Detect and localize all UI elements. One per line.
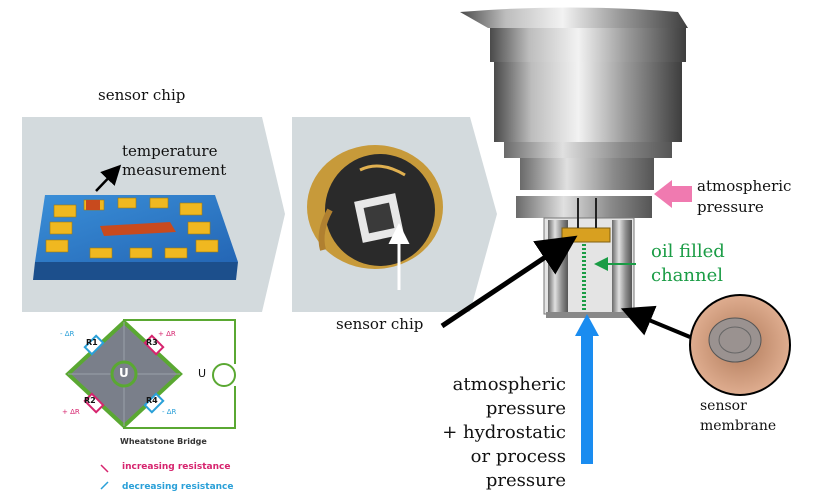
decreasing-legend-icon bbox=[100, 481, 109, 490]
bottom-pressure-line5: pressure bbox=[485, 470, 566, 491]
channel-label: channel bbox=[651, 265, 723, 286]
bottom-pressure-line1: atmospheric bbox=[452, 374, 566, 395]
sensor-chip-label-top: sensor chip bbox=[98, 86, 186, 104]
r3-label: R3 bbox=[146, 338, 158, 347]
arrow-membrane bbox=[620, 305, 691, 339]
temperature-label: temperature bbox=[122, 142, 218, 160]
r4-label: R4 bbox=[146, 396, 158, 405]
pressure-label: pressure bbox=[697, 198, 764, 216]
center-u-label: U bbox=[119, 366, 129, 380]
blue-arrow bbox=[575, 314, 599, 464]
pressure-transmitter bbox=[460, 7, 688, 318]
increasing-legend: increasing resistance bbox=[122, 462, 231, 472]
membrane-photo bbox=[689, 294, 791, 396]
r3-delta: + ΔR bbox=[158, 330, 176, 338]
right-u-label: U bbox=[198, 367, 207, 380]
decreasing-legend: decreasing resistance bbox=[122, 482, 234, 492]
arrow-sensor-chip bbox=[440, 235, 578, 329]
r1-label: R1 bbox=[86, 338, 98, 347]
wheatstone-bridge bbox=[38, 319, 248, 432]
membrane-label-line1: sensor bbox=[700, 398, 747, 414]
r2-delta: + ΔR bbox=[62, 408, 80, 416]
increasing-legend-icon bbox=[100, 464, 109, 473]
measurement-label: measurement bbox=[122, 161, 227, 179]
membrane-label-line2: membrane bbox=[700, 418, 777, 434]
pink-arrow bbox=[654, 180, 692, 208]
r1-delta: - ΔR bbox=[60, 330, 75, 338]
r2-label: R2 bbox=[84, 396, 96, 405]
sensor-chip-label-mid: sensor chip bbox=[336, 315, 424, 333]
bottom-pressure-line3: + hydrostatic bbox=[442, 422, 566, 443]
sensor-chip-illustration bbox=[33, 195, 238, 280]
oil-filled-label: oil filled bbox=[651, 241, 725, 262]
bottom-pressure-line4: or process bbox=[470, 446, 566, 467]
arrow-temperature bbox=[95, 164, 122, 192]
bridge-caption: Wheatstone Bridge bbox=[120, 437, 207, 446]
atmospheric-label: atmospheric bbox=[697, 177, 792, 195]
r4-delta: - ΔR bbox=[162, 408, 177, 416]
bottom-pressure-line2: pressure bbox=[485, 398, 566, 419]
sensor-photo bbox=[307, 145, 443, 269]
